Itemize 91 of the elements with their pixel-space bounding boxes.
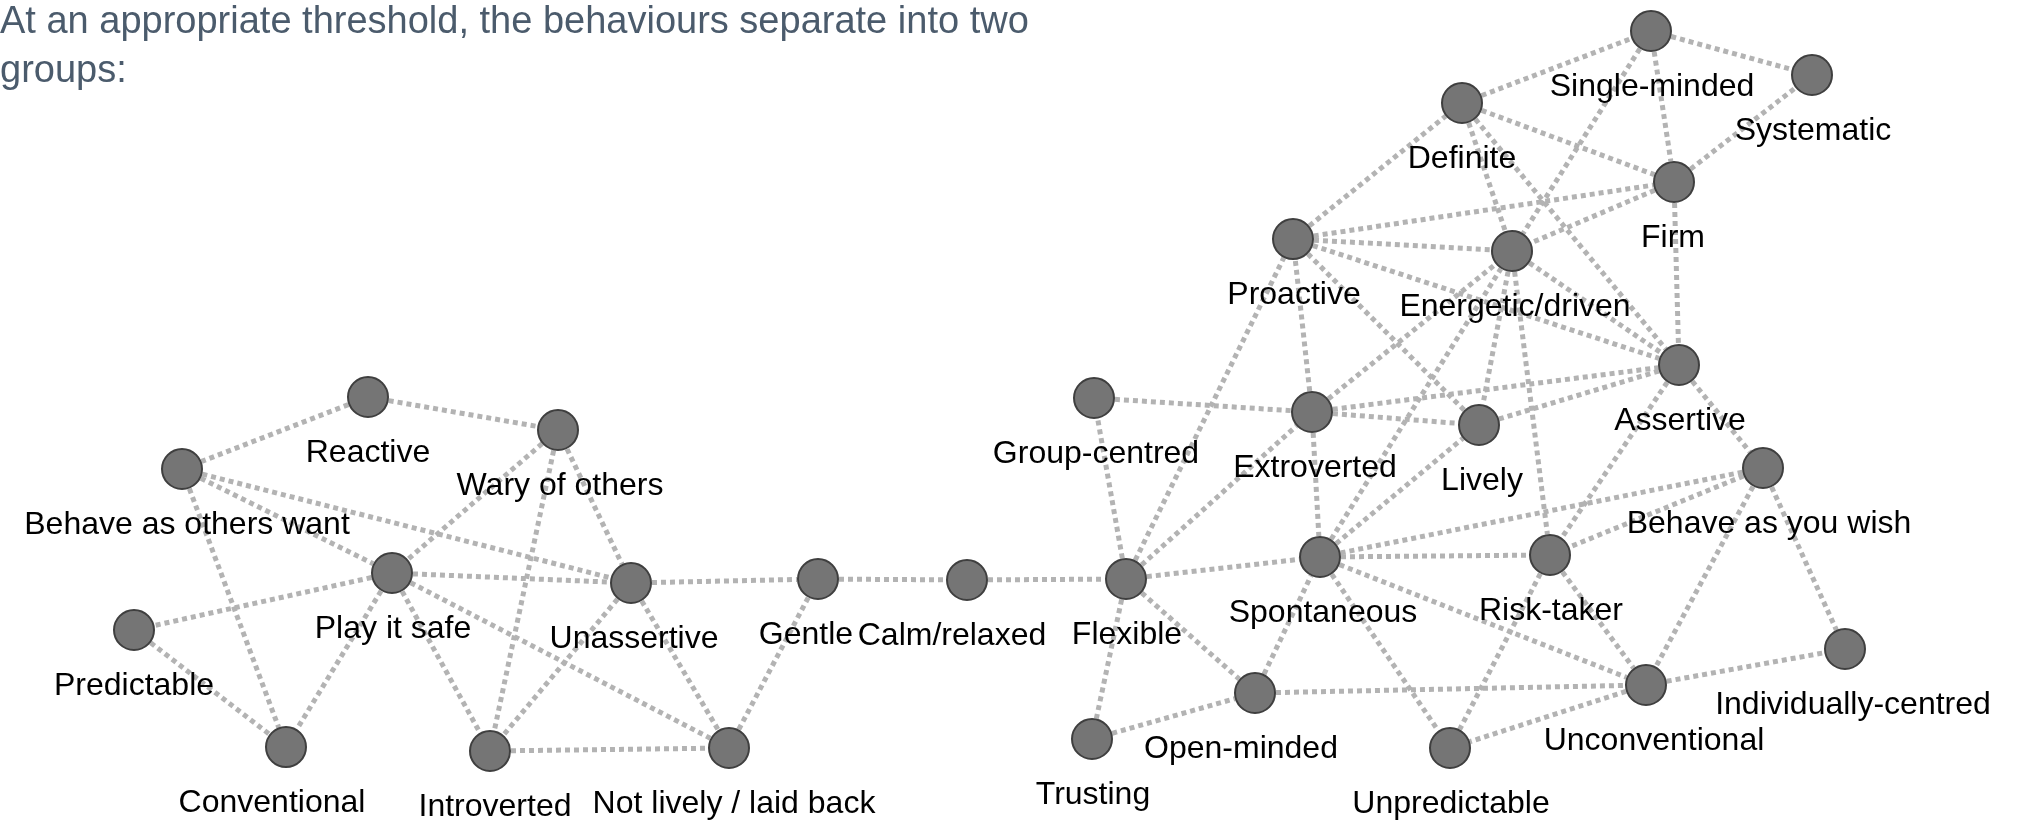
dotted-link <box>1521 47 1642 235</box>
node-label: Single-minded <box>1549 67 1755 103</box>
node-label: Behave as you wish <box>1626 504 1912 540</box>
dotted-link <box>491 450 557 731</box>
dotted-link <box>1111 696 1236 736</box>
dotted-link <box>736 596 811 731</box>
dotted-link <box>1672 202 1681 345</box>
dotted-link <box>149 640 271 737</box>
dotted-link <box>1312 243 1660 361</box>
node-label: Conventional <box>178 783 366 819</box>
node-label: Unassertive <box>549 619 719 655</box>
dotted-link <box>199 476 375 566</box>
dotted-link <box>501 597 620 737</box>
node-label: Behave as others want <box>24 505 350 541</box>
node-label: Firm <box>1641 218 1705 254</box>
dotted-link <box>651 576 798 586</box>
dotted-link <box>1498 368 1660 422</box>
dotted-link <box>1292 259 1313 392</box>
dotted-link <box>1690 379 1752 454</box>
node-label: Group-centred <box>992 434 1200 470</box>
dotted-link <box>1480 108 1656 177</box>
node-label: Open-minded <box>1144 729 1338 765</box>
dotted-link <box>388 398 538 429</box>
dotted-link <box>1651 51 1674 162</box>
node-label: Definite <box>1407 139 1517 175</box>
dotted-link <box>1670 34 1793 72</box>
node-label: Lively <box>1441 461 1523 497</box>
dotted-link <box>1313 237 1492 253</box>
node-label: Flexible <box>1071 615 1183 651</box>
dotted-link <box>1527 260 1664 356</box>
node-label: Individually-centred <box>1715 685 1991 721</box>
dotted-link <box>1095 418 1125 559</box>
dotted-link <box>1559 380 1670 540</box>
dotted-link <box>1133 256 1286 562</box>
dotted-link <box>201 471 612 581</box>
dotted-link <box>200 402 350 464</box>
dotted-link <box>1769 486 1839 631</box>
node-label: Spontaneous <box>1228 593 1418 629</box>
node-label: Energetic/driven <box>1399 287 1631 323</box>
dotted-link <box>1469 689 1627 744</box>
node-label: Unpredictable <box>1352 784 1550 820</box>
dotted-link <box>1313 182 1654 239</box>
dotted-link <box>1530 187 1656 246</box>
dotted-link <box>1466 122 1508 232</box>
node-label: Unconventional <box>1543 721 1765 757</box>
dotted-link <box>1326 262 1498 401</box>
dotted-link <box>1275 682 1626 696</box>
dotted-link <box>1114 396 1292 414</box>
dotted-link <box>406 441 544 562</box>
dotted-link <box>187 487 281 729</box>
dotted-link <box>409 580 712 741</box>
dotted-link <box>1140 591 1241 681</box>
dotted-link <box>1139 424 1299 567</box>
dotted-link <box>1473 117 1668 351</box>
dotted-link <box>1480 36 1633 98</box>
dotted-link <box>1666 650 1825 684</box>
node-label: Systematic <box>1734 111 1892 147</box>
node-label: Extroverted <box>1233 448 1397 484</box>
dotted-link <box>1653 485 1756 668</box>
dotted-link <box>153 575 373 628</box>
dotted-link <box>1340 469 1743 556</box>
node-label: Predictable <box>53 666 215 702</box>
dotted-link <box>1093 599 1125 719</box>
node-label: Proactive <box>1227 275 1361 311</box>
dotted-link <box>1307 114 1448 228</box>
dotted-link <box>564 447 625 566</box>
node-label: Calm/relaxed <box>857 616 1047 652</box>
dotted-link <box>1512 271 1550 535</box>
dotted-link <box>839 576 946 583</box>
dotted-link <box>1334 436 1465 546</box>
dotted-link <box>399 590 483 734</box>
node-label: Introverted <box>418 787 572 822</box>
node-label: Gentle <box>758 615 854 651</box>
dotted-link <box>1338 562 1628 680</box>
dotted-link <box>1560 570 1636 670</box>
node-label: Wary of others <box>456 466 664 502</box>
dotted-link <box>639 599 721 732</box>
node-label: Play it safe <box>314 609 472 645</box>
dotted-link <box>1329 267 1503 541</box>
dotted-link <box>1261 574 1314 676</box>
node-label: Risk-taker <box>1479 591 1623 627</box>
node-label: Not lively / laid back <box>592 784 876 820</box>
title: At an appropriate threshold, the behaviours separate into two groups: <box>0 0 1030 92</box>
dotted-link <box>1310 432 1322 537</box>
dotted-link <box>1332 365 1659 412</box>
dotted-link <box>1689 85 1797 172</box>
node-label: Assertive <box>1614 401 1746 437</box>
dotted-link <box>1306 252 1466 412</box>
dotted-link <box>1457 572 1543 731</box>
node-label: Trusting <box>1035 775 1151 811</box>
node-label: Reactive <box>305 433 431 469</box>
